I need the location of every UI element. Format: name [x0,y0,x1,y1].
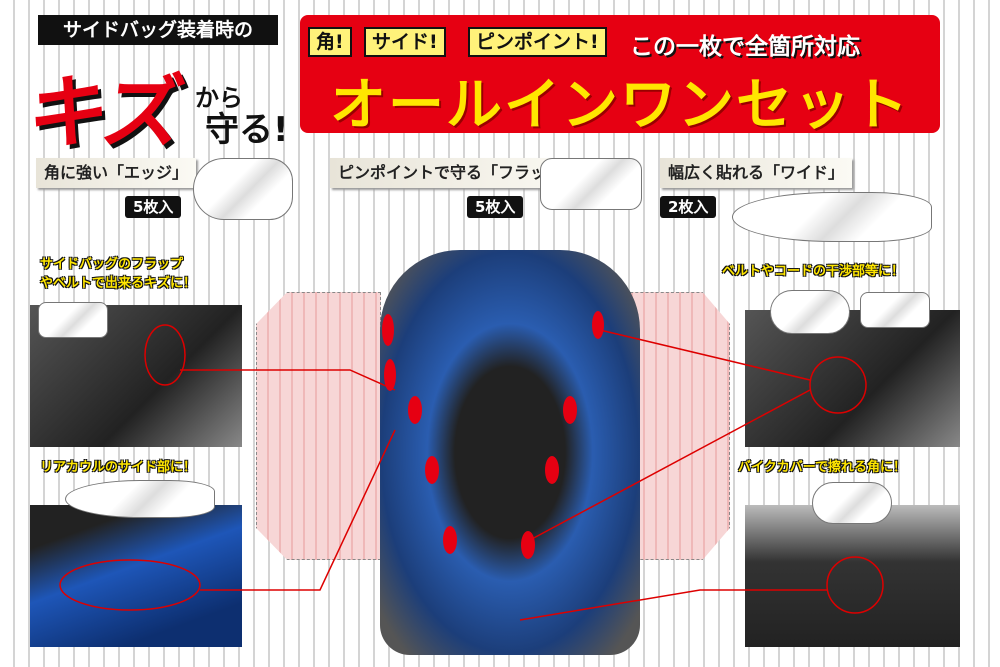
edge-film-image [193,158,293,220]
highlight-circle-rear [59,559,201,611]
wide-film-image [732,192,932,242]
tag-pinpoint: ピンポイント! [468,27,607,57]
flat-film-overlay [38,302,108,338]
highlight-circle-belt [809,356,867,414]
belt-photo [745,310,960,447]
line-sidebag [180,369,396,391]
edge-film-overlay-1 [770,290,850,334]
callout-cover: バイクカバーで擦れる角に！ [738,460,906,475]
headline-top: サイドバッグ装着時の [38,15,278,45]
flat-film-overlay-2 [860,292,930,328]
line-belt-2 [529,389,811,541]
banner-subtitle: この一枚で全箇所対応 [630,34,860,60]
product-wide-count: 2枚入 [660,196,717,218]
cover-photo [745,505,960,647]
protection-spots [382,311,604,559]
side-area-left [256,292,381,560]
banner: 角! サイド! ピンポイント! この一枚で全箇所対応 オールインワンセット [300,15,940,138]
edge-film-overlay-2 [812,482,892,524]
line-cover [519,589,828,621]
headline-kara: から [195,84,243,112]
callout-belt: ベルトやコードの干渉部等に！ [722,264,905,279]
callout-flap-line1: サイドバッグのフラップ [40,257,184,272]
product-edge-count: 5枚入 [125,196,182,218]
product-flat-count: 5枚入 [467,196,524,218]
tag-side: サイド! [364,27,446,57]
banner-title: オールインワンセット [330,73,910,138]
line-belt [599,329,811,381]
callout-flap: サイドバッグのフラップやベルトで出来るキズに！ [40,255,196,293]
callout-flap-line2: やベルトで出来るキズに！ [40,276,197,291]
tag-corner: 角! [308,27,352,57]
callout-rear: リアカウルのサイド部に！ [40,460,197,475]
headline-mamoru: 守る! [205,110,289,150]
highlight-circle-cover [826,556,884,614]
highlight-circle-sidebag [144,324,186,386]
line-rear [200,429,396,591]
wide-film-overlay [65,480,215,518]
flat-film-image [540,158,642,210]
product-wide-label: 幅広く貼れる「ワイド」 [660,158,853,188]
product-edge-label: 角に強い「エッジ」 [36,158,197,188]
